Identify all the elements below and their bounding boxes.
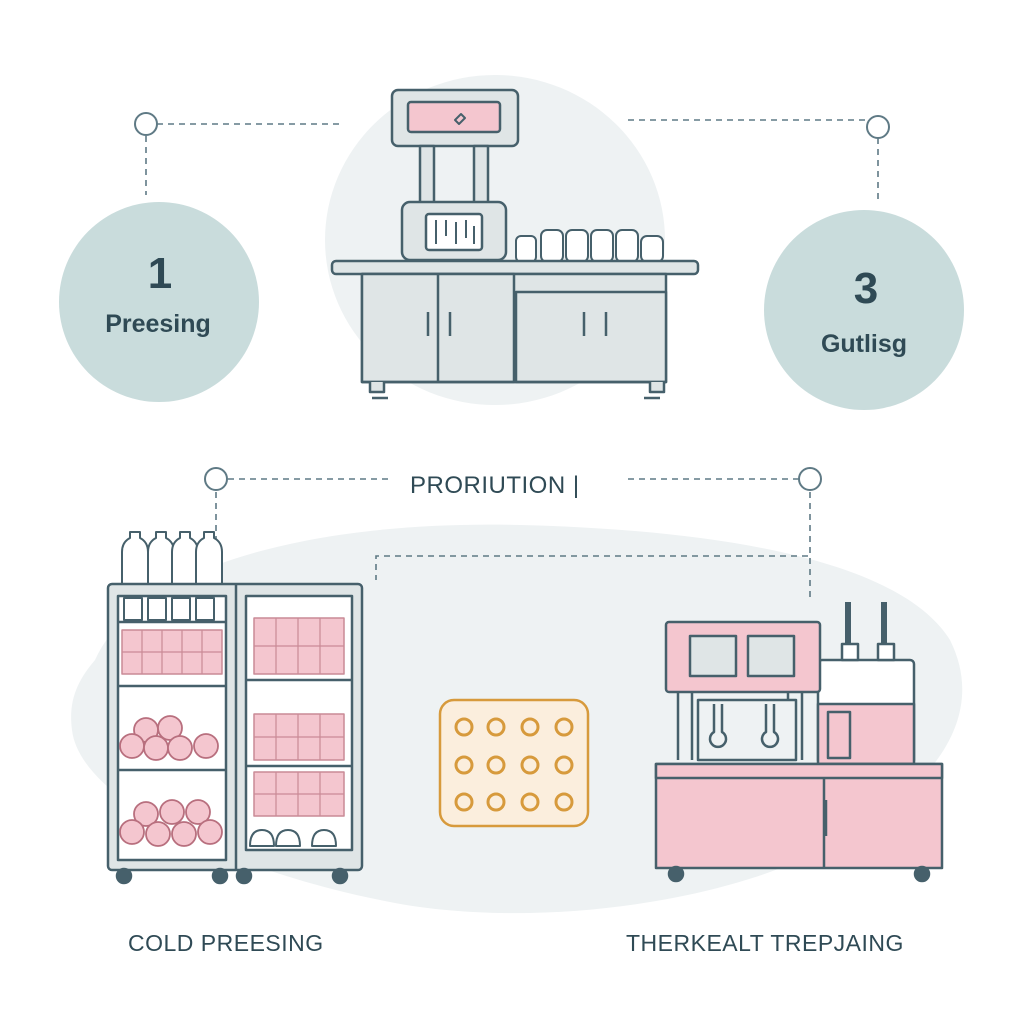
node-top-right [866,115,890,139]
stage-1-number: 1 [147,249,173,298]
stage-3-circle [764,210,964,410]
connector-nodes [134,112,890,491]
refrigerator-illustration [106,531,364,885]
node-top-left [134,112,158,136]
stage-3-label: Gutlisg [820,330,908,358]
connector-lines [145,119,879,600]
stage-3-number: 3 [853,264,879,313]
stage-1-circle [59,202,259,402]
center-heading: PRORIUTION | [410,472,580,499]
caption-right: THERKEALT TREPJAING [626,930,904,956]
connector-fridge-link [375,555,808,580]
tray-illustration [438,698,590,828]
node-mid-left [204,467,228,491]
pressing-machine-illustration [330,88,700,400]
caption-left: COLD PREESING [128,930,324,956]
node-mid-right [798,467,822,491]
stage-1-label: Preesing [105,310,211,338]
processing-machine-illustration [654,602,944,883]
